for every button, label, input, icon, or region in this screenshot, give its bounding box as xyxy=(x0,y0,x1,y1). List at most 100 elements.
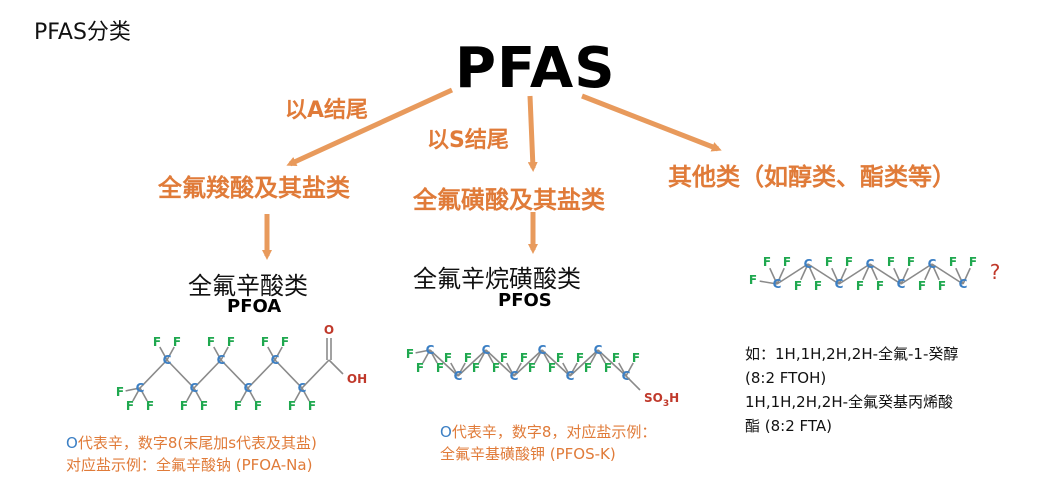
cf-bond xyxy=(862,263,871,281)
cf-bond xyxy=(186,387,195,402)
fluorine-atom: F xyxy=(173,335,181,349)
pfoa-note: O代表辛，数字8(末尾加s代表及其盐) 对应盐示例：全氟辛酸钠 (PFOA-Na… xyxy=(66,432,317,476)
fluorine-atom: F xyxy=(969,255,977,269)
cf-bond xyxy=(125,387,141,392)
fluorine-atom: F xyxy=(261,335,269,349)
cf-bond xyxy=(955,267,964,285)
cf-bond xyxy=(213,346,222,361)
carbon-atom: C xyxy=(866,257,875,271)
other-note: 如：1H,1H,2H,2H-全氟-1-癸醇 (8:2 FTOH) 1H,1H,2… xyxy=(745,342,958,438)
fluorine-atom: F xyxy=(520,351,528,365)
cf-bond xyxy=(625,362,634,377)
fluorine-atom: F xyxy=(207,335,215,349)
cf-bond xyxy=(893,267,902,285)
chain-bond xyxy=(807,263,840,285)
carbon-atom: C xyxy=(244,381,253,395)
fluorine-atom: F xyxy=(612,351,620,365)
sulfonate-so: SO xyxy=(644,391,663,405)
pfoa-abbr: PFOA xyxy=(227,296,282,317)
fluorine-atom: F xyxy=(938,279,946,293)
fluorine-atom: F xyxy=(856,279,864,293)
pfos-note-o: O xyxy=(440,423,452,441)
pfoa-note-line2: 对应盐示例：全氟辛酸钠 (PFOA-Na) xyxy=(66,456,313,474)
pfos-name: 全氟辛烷磺酸类 xyxy=(413,265,581,293)
fluorine-atom: F xyxy=(825,255,833,269)
cf-bond xyxy=(924,263,933,281)
fluorine-atom: F xyxy=(604,361,612,375)
cf-bond xyxy=(294,387,303,402)
cf-bond xyxy=(301,387,310,402)
arrow-pfas-to-carboxylic xyxy=(286,87,454,167)
fluorine-atom: F xyxy=(632,351,640,365)
carbon-atom: C xyxy=(594,343,603,357)
fluorine-atom: F xyxy=(126,399,134,413)
other-note-line3: 1H,1H,2H,2H-全氟癸基丙烯酸 xyxy=(745,393,954,411)
carbon-atom: C xyxy=(136,381,145,395)
cf-bond xyxy=(139,387,148,402)
other-note-line1: 如：1H,1H,2H,2H-全氟-1-癸醇 xyxy=(745,345,959,363)
fluorine-atom: F xyxy=(492,361,500,375)
fluorine-atom: F xyxy=(528,361,536,375)
fluorine-atom: F xyxy=(548,361,556,375)
chain-bond xyxy=(139,359,168,389)
fluorine-atom: F xyxy=(949,255,957,269)
fluorine-atom: F xyxy=(794,279,802,293)
fluorine-atom: F xyxy=(153,335,161,349)
chain-bond xyxy=(485,349,515,377)
fluorine-atom: F xyxy=(783,255,791,269)
sulfonate-subscript: 3 xyxy=(663,399,669,409)
chain-bond xyxy=(193,359,222,389)
cf-bond xyxy=(759,280,778,285)
cf-bond xyxy=(159,346,168,361)
cf-bond xyxy=(267,346,276,361)
cf-bond xyxy=(800,263,809,281)
sulfonate-group: SO3H xyxy=(644,391,679,409)
main-title: PFAS xyxy=(455,36,616,101)
chain-bond xyxy=(869,263,902,285)
carbon-atom: C xyxy=(217,353,226,367)
fluorine-atom: F xyxy=(180,399,188,413)
cf-bond xyxy=(506,362,515,377)
pfos-abbr: PFOS xyxy=(498,290,552,311)
cf-bond xyxy=(541,349,550,364)
sulfonate-h: H xyxy=(669,391,679,405)
fluorine-atom: F xyxy=(227,335,235,349)
chain-bond xyxy=(569,349,599,377)
cf-bond xyxy=(769,267,778,285)
carbon-atom: C xyxy=(773,277,782,291)
category-sulfonic: 全氟磺酸及其盐类 xyxy=(413,186,605,214)
chain-bond xyxy=(776,263,809,285)
cf-bond xyxy=(618,362,627,377)
cf-bond xyxy=(776,267,785,285)
cf-bond xyxy=(569,362,578,377)
fluorine-atom: F xyxy=(146,399,154,413)
chain-bond xyxy=(513,349,543,377)
fluorine-atom: F xyxy=(887,255,895,269)
corner-title: PFAS分类 xyxy=(34,20,131,45)
unknown-group-mark: ? xyxy=(990,260,1001,284)
cf-bond xyxy=(931,263,940,281)
fluorine-atom: F xyxy=(556,351,564,365)
fluorine-atom: F xyxy=(281,335,289,349)
fluorine-atom: F xyxy=(234,399,242,413)
carbon-atom: C xyxy=(482,343,491,357)
other-note-line4: 酯 (8:2 FTA) xyxy=(745,417,833,435)
fluorine-atom: F xyxy=(814,279,822,293)
cf-bond xyxy=(274,346,283,361)
category-other: 其他类（如醇类、酯类等） xyxy=(668,163,956,191)
cf-bond xyxy=(562,362,571,377)
pfoa-note-o: O xyxy=(66,434,78,452)
carbon-atom: C xyxy=(897,277,906,291)
fluorine-atom: F xyxy=(464,351,472,365)
chain-bond xyxy=(274,359,303,389)
carbon-atom: C xyxy=(959,277,968,291)
cf-bond xyxy=(900,267,909,285)
cf-bond xyxy=(869,263,878,281)
chain-bond xyxy=(597,349,627,377)
carbon-atom: C xyxy=(454,369,463,383)
chain-bond xyxy=(247,359,276,389)
cf-bond xyxy=(457,362,466,377)
cf-bond xyxy=(478,349,487,364)
